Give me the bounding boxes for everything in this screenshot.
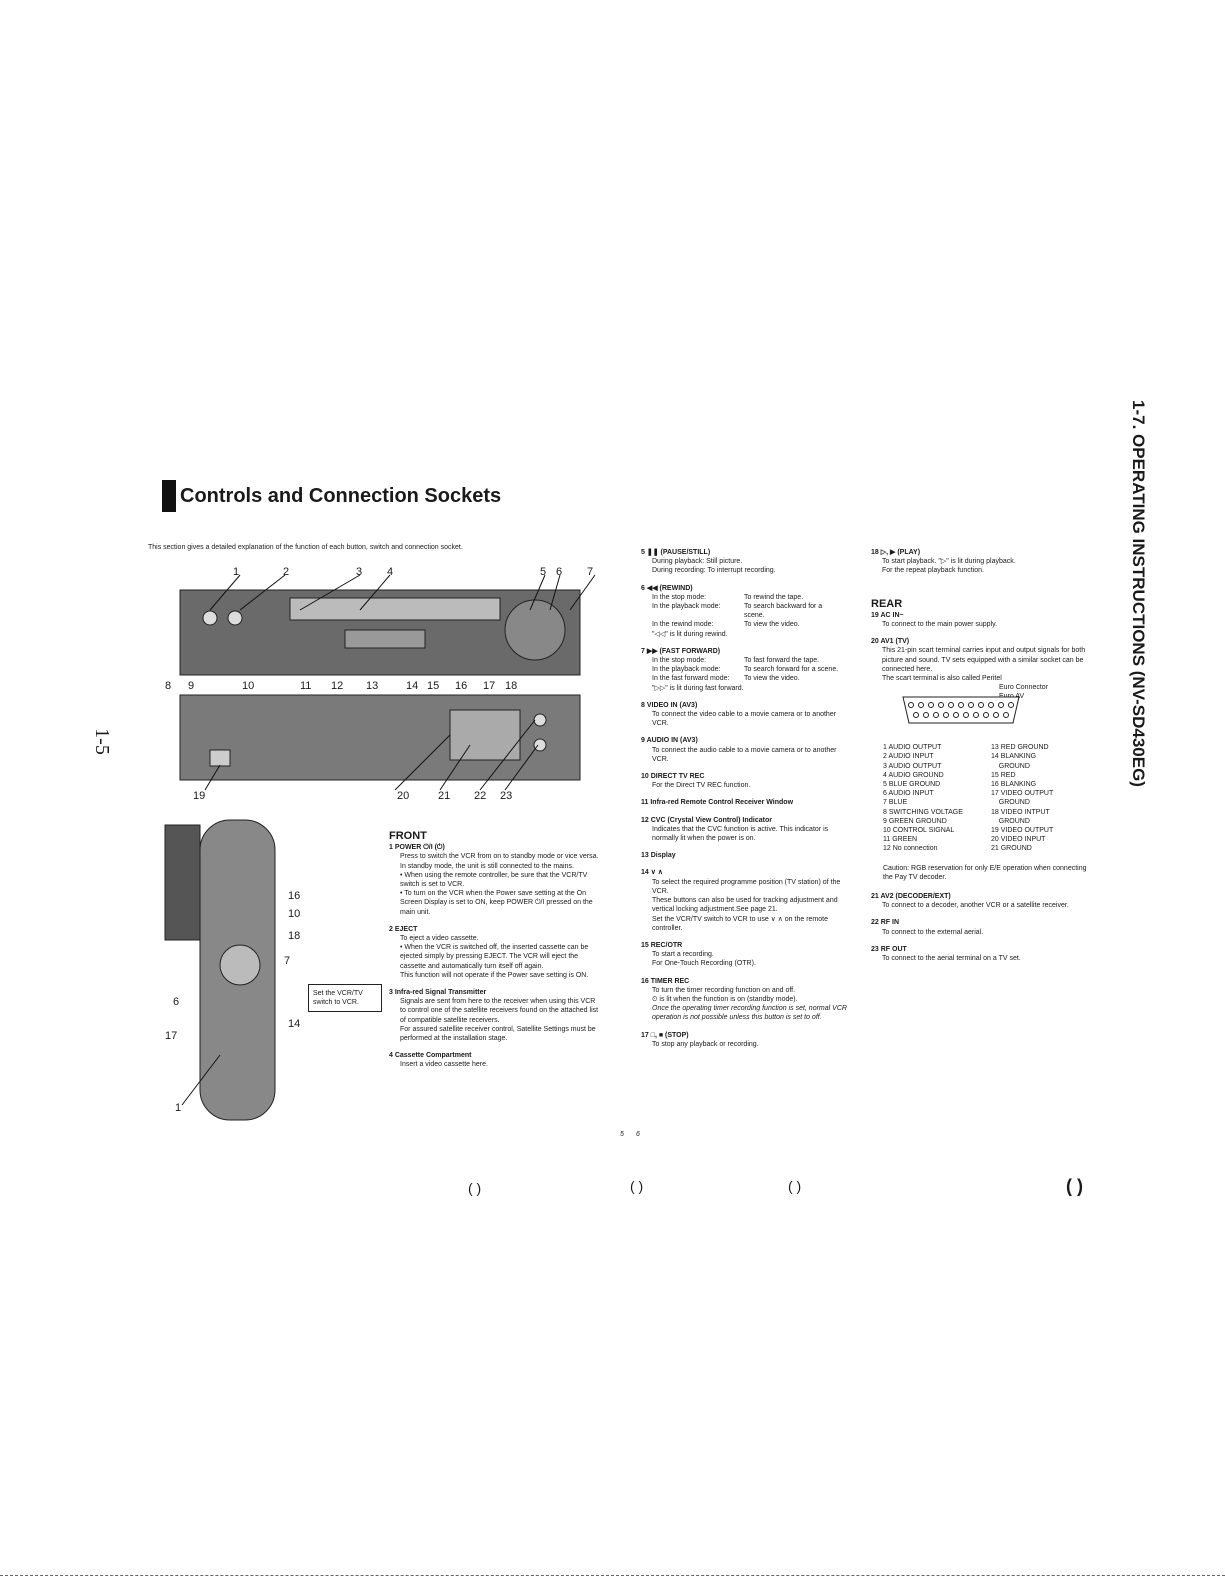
bottom-rule: [0, 1575, 1225, 1576]
fig-num: 8: [165, 680, 172, 692]
cassette-slot: [289, 597, 501, 621]
front-item-2: 2 EJECT To eject a video cassette. • Whe…: [389, 925, 589, 979]
item-23: 23 RF OUT To connect to the aerial termi…: [871, 945, 1021, 963]
item-10: 10 DIRECT TV REC For the Direct TV REC f…: [641, 773, 751, 790]
fig-num: 3: [356, 566, 363, 578]
item-20: 20 AV1 (TV) This 21-pin scart terminal c…: [871, 638, 1086, 683]
remote-num: 18: [288, 930, 301, 942]
caution-note: Caution: RGB reservation for only E/E op…: [883, 864, 1087, 881]
remote-cover: [164, 824, 201, 941]
intro-text: This section gives a detailed explanatio…: [148, 544, 463, 551]
item-21: 21 AV2 (DECODER/EXT) To connect to a dec…: [871, 893, 1069, 910]
front-button-1: [202, 610, 218, 626]
item-19: 19 AC IN~ To connect to the main power s…: [871, 611, 998, 629]
fig-num: 4: [387, 566, 394, 578]
page-number-left: 5: [620, 1131, 624, 1138]
registration-mark: ( ): [788, 1178, 802, 1194]
vcr-illustration: [179, 574, 596, 791]
front-button-2: [227, 610, 243, 626]
item-16: 16 TIMER REC To turn the timer recording…: [641, 977, 847, 1022]
item-8: 8 VIDEO IN (AV3) To connect the video ca…: [641, 701, 837, 728]
registration-mark: ( ): [1066, 1176, 1083, 1196]
remote-num: 17: [165, 1030, 178, 1042]
item-9: 9 AUDIO IN (AV3) To connect the audio ca…: [641, 737, 837, 763]
title-marker: [162, 480, 176, 512]
item-7: 7 ▶▶ (FAST FORWARD) In the stop mode:To …: [641, 647, 839, 692]
item-5: 5 ❚❚ (PAUSE/STILL) During playback: Stil…: [641, 549, 776, 575]
remote-num: 14: [288, 1018, 301, 1030]
fig-num: 22: [474, 790, 487, 802]
remote-num: 6: [173, 996, 180, 1008]
title-text: Controls and Connection Sockets: [180, 484, 502, 507]
fig-num: 2: [283, 566, 290, 578]
remote-jog: [219, 944, 261, 986]
front-item-3: 3 Infra-red Signal Transmitter Signals a…: [389, 989, 599, 1043]
fig-num: 1: [233, 566, 240, 578]
scart-diagram: Euro Connector Euro AV: [871, 684, 1091, 735]
item-18: 18 ▷, ▶ (PLAY) To start playback. "▷" is…: [871, 549, 1016, 575]
item-14: 14 ∨ ∧ To select the required programme …: [641, 869, 841, 932]
middle-section: 5 ❚❚ (PAUSE/STILL) During playback: Stil…: [641, 548, 847, 1057]
fig-num: 14: [406, 680, 419, 692]
page-title: Controls and Connection Sockets: [162, 480, 501, 512]
front-section: FRONT 1 POWER ⏻/I (⏻) Press to switch th…: [389, 828, 601, 1078]
fig-num: 13: [366, 680, 379, 692]
fig-num: 11: [300, 680, 312, 692]
item-6: 6 ◀◀ (REWIND) In the stop mode:To rewind…: [641, 584, 823, 638]
page-number-right: 6: [636, 1131, 640, 1138]
front-item-4: 4 Cassette Compartment Insert a video ca…: [389, 1052, 488, 1069]
item-11: 11 Infra-red Remote Control Receiver Win…: [641, 799, 794, 807]
rf-in-socket: [533, 713, 547, 727]
front-item-1: 1 POWER ⏻/I (⏻) Press to switch the VCR …: [389, 844, 599, 916]
jog-dial: [504, 599, 566, 661]
connector-label: Euro Connector: [999, 684, 1049, 692]
registration-mark: ( ): [630, 1178, 644, 1194]
display-window: [344, 629, 426, 649]
fig-num: 5: [540, 566, 547, 578]
item-13: 13 Display: [641, 852, 676, 860]
rf-out-socket: [533, 738, 547, 752]
scart-connector-icon: [902, 696, 1020, 724]
vcr-tv-callout: Set the VCR/TV switch to VCR.: [308, 984, 382, 1013]
fig-num: 7: [587, 566, 594, 578]
remote-num: 7: [284, 955, 291, 967]
registration-mark: ( ): [468, 1180, 482, 1196]
fig-num: 16: [455, 680, 468, 692]
fig-num: 21: [438, 790, 451, 802]
item-22: 22 RF IN To connect to the external aeri…: [871, 919, 984, 936]
remote-num: 10: [288, 908, 301, 920]
fig-num: 10: [242, 680, 255, 692]
remote-num: 16: [288, 890, 301, 902]
fig-num: 15: [427, 680, 440, 692]
ac-in-socket: [209, 749, 231, 767]
item-15: 15 REC/OTR To start a recording. For One…: [641, 941, 756, 968]
rear-heading: REAR: [871, 597, 903, 610]
right-section: 18 ▷, ▶ (PLAY) To start playback. "▷" is…: [871, 548, 1091, 971]
fig-num: 23: [500, 790, 513, 802]
side-title: 1-7. OPERATING INSTRUCTIONS (NV-SD430EG): [1129, 400, 1148, 787]
fig-num: 19: [193, 790, 206, 802]
remote-num: 1: [175, 1102, 182, 1114]
fig-num: 17: [483, 680, 496, 692]
scart-sockets: [449, 709, 521, 761]
front-heading: FRONT: [389, 830, 427, 842]
fig-num: 6: [556, 566, 563, 578]
remote-illustration: [164, 819, 276, 1121]
item-17: 17 □, ■ (STOP) To stop any playback or r…: [641, 1031, 759, 1048]
fig-num: 18: [505, 680, 518, 692]
page-label: 1-5: [90, 728, 113, 755]
fig-num: 9: [188, 680, 195, 692]
fig-num: 12: [331, 680, 344, 692]
item-12: 12 CVC (Crystal View Control) Indicator …: [641, 816, 829, 843]
fig-num: 20: [397, 790, 410, 802]
